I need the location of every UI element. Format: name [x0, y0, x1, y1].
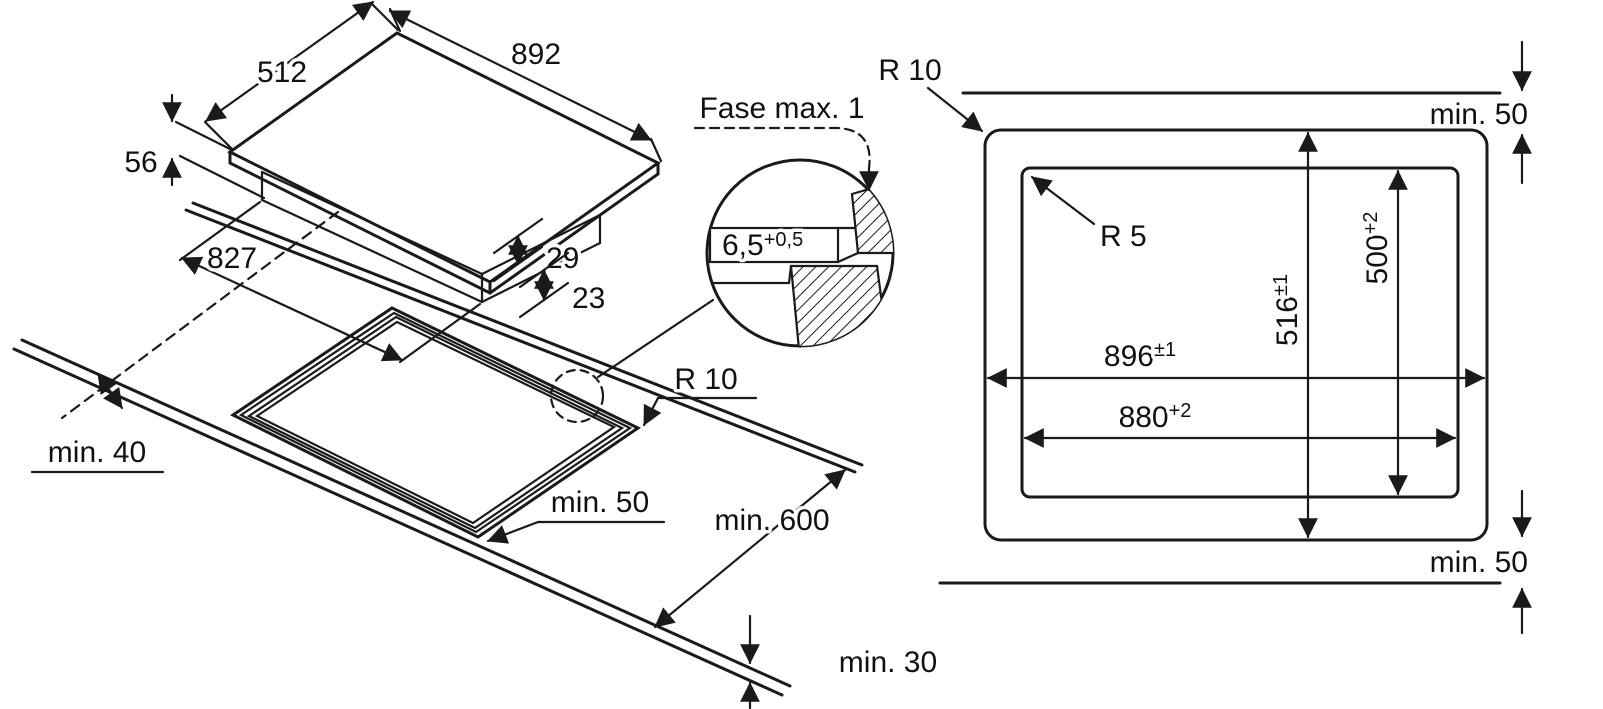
dim-827-label: 827 [207, 242, 257, 275]
ext-892-b [649, 137, 663, 163]
body-top-left-edge [260, 170, 484, 276]
min-50-iso-arrow [486, 520, 540, 544]
detail-leader-line [596, 298, 715, 379]
iso-dimensions: 512 892 56 827 29 23 min. 40 R 10 [30, 0, 941, 709]
r5-plan-label: R 5 [1100, 220, 1147, 253]
plan-cutout-inner [1020, 166, 1460, 499]
body-top-right-edge [480, 213, 602, 276]
r10-iso-label: R 10 [674, 363, 737, 396]
detail-hatch-lower [789, 264, 890, 346]
body-bottom-left-edge [260, 198, 484, 304]
detail-line-mid-right [836, 251, 860, 264]
min-40-label: min. 40 [48, 436, 146, 469]
dim-min40-arrow [96, 372, 124, 410]
ext-56-a [174, 120, 234, 152]
r5-plan-arrow [1030, 175, 1096, 226]
chamfer-label: Fase max. 1 [699, 92, 864, 125]
dim-892-label: 892 [511, 38, 561, 71]
glass-thickness-label: 6,5+0,5 [722, 229, 803, 262]
dim-512-label: 512 [257, 56, 307, 89]
dim-29-label: 29 [546, 242, 579, 275]
projection-dashed-line [60, 210, 340, 420]
r10-plan-label: R 10 [878, 54, 941, 87]
ext-56-b [178, 154, 266, 200]
dim-min600-line [653, 468, 847, 629]
min-30-label: min. 30 [839, 646, 937, 679]
ext-827-b [398, 302, 482, 364]
detail-step-line [787, 264, 793, 285]
dim-512-line [204, 0, 375, 123]
min-600-label: min. 600 [714, 504, 829, 537]
min-50-bottom-label: min. 50 [1430, 546, 1528, 579]
plan-cutout-outer [983, 128, 1489, 542]
worktop-back-edge-top [191, 201, 864, 467]
dim-896-label: 896±1 [1104, 339, 1176, 373]
glass-bottom-left-edge [228, 161, 492, 295]
dim-892-line [388, 9, 653, 142]
chamfer-leader-dashed [693, 126, 871, 170]
glass-bottom-right-edge [488, 172, 660, 295]
worktop-back-edge-bottom [184, 208, 857, 474]
r10-plan-arrow [926, 86, 984, 133]
r10-iso-arrow [642, 396, 662, 427]
plan-view: R 10 R 5 min. 50 min. 50 896±1 880+2 516… [875, 40, 1532, 635]
min-50-top-label: min. 50 [1430, 98, 1528, 131]
dim-500-label: 500+2 [1360, 212, 1394, 285]
min-50-iso-label: min. 50 [551, 486, 649, 519]
ext-827-a [178, 200, 262, 262]
detail-dimension-box [708, 226, 840, 264]
dim-880-label: 880+2 [1119, 400, 1192, 434]
detail-locator-circle [549, 368, 605, 424]
dim-516-label: 516±1 [1270, 274, 1304, 346]
dim-23-label: 23 [572, 282, 605, 315]
worktop-front-edge-top [20, 338, 792, 688]
ext-512-a [203, 120, 234, 151]
dim-56-label: 56 [124, 146, 157, 179]
dim-827-line [180, 256, 404, 362]
detail-contents: 6,5+0,5 [707, 179, 893, 346]
worktop-front-edge-bottom [12, 347, 784, 697]
